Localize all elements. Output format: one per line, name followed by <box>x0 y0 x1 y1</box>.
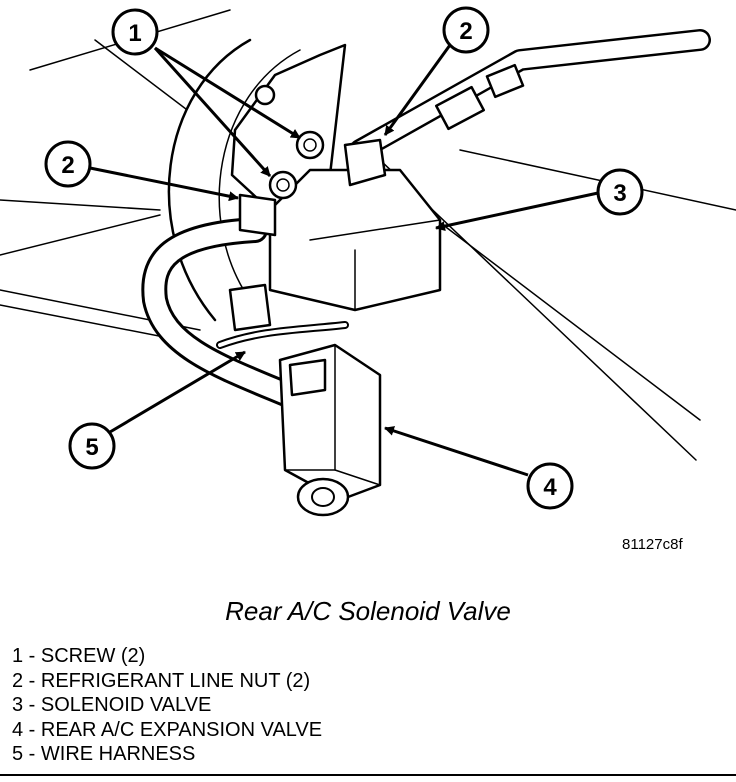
legend-item-3: 3 - SOLENOID VALVE <box>12 694 212 716</box>
bottom-rule <box>0 774 736 776</box>
callout-2-upper: 2 <box>442 6 490 54</box>
leader-2b <box>89 166 239 202</box>
leader-4 <box>384 426 529 477</box>
valve-illustration: 1 2 2 3 4 5 <box>0 6 736 517</box>
leader-3 <box>435 191 599 231</box>
svg-text:2: 2 <box>459 18 472 45</box>
svg-text:2: 2 <box>61 152 74 179</box>
callout-5: 5 <box>68 422 116 470</box>
legend-item-1: 1 - SCREW (2) <box>12 645 146 667</box>
callout-2-left: 2 <box>44 140 92 188</box>
leader-2a <box>383 44 452 136</box>
legend: 1 - SCREW (2) 2 - REFRIGERANT LINE NUT (… <box>12 644 322 767</box>
leader-5 <box>109 350 246 434</box>
svg-text:3: 3 <box>613 180 626 207</box>
svg-text:4: 4 <box>543 474 557 501</box>
legend-item-4: 4 - REAR A/C EXPANSION VALVE <box>12 718 323 741</box>
figure-id: 81127c8f <box>622 536 683 553</box>
callout-1: 1 <box>111 8 159 56</box>
svg-text:5: 5 <box>85 434 98 461</box>
legend-item-2: 2 - REFRIGERANT LINE NUT (2) <box>12 669 311 692</box>
legend-item-5: 5 - WIRE HARNESS <box>12 743 196 765</box>
leader-1a <box>154 46 301 140</box>
leader-1b <box>153 46 272 178</box>
callout-3: 3 <box>596 168 644 216</box>
svg-text:1: 1 <box>128 20 141 47</box>
figure-caption: Rear A/C Solenoid Valve <box>225 596 511 626</box>
callout-4: 4 <box>526 462 574 510</box>
